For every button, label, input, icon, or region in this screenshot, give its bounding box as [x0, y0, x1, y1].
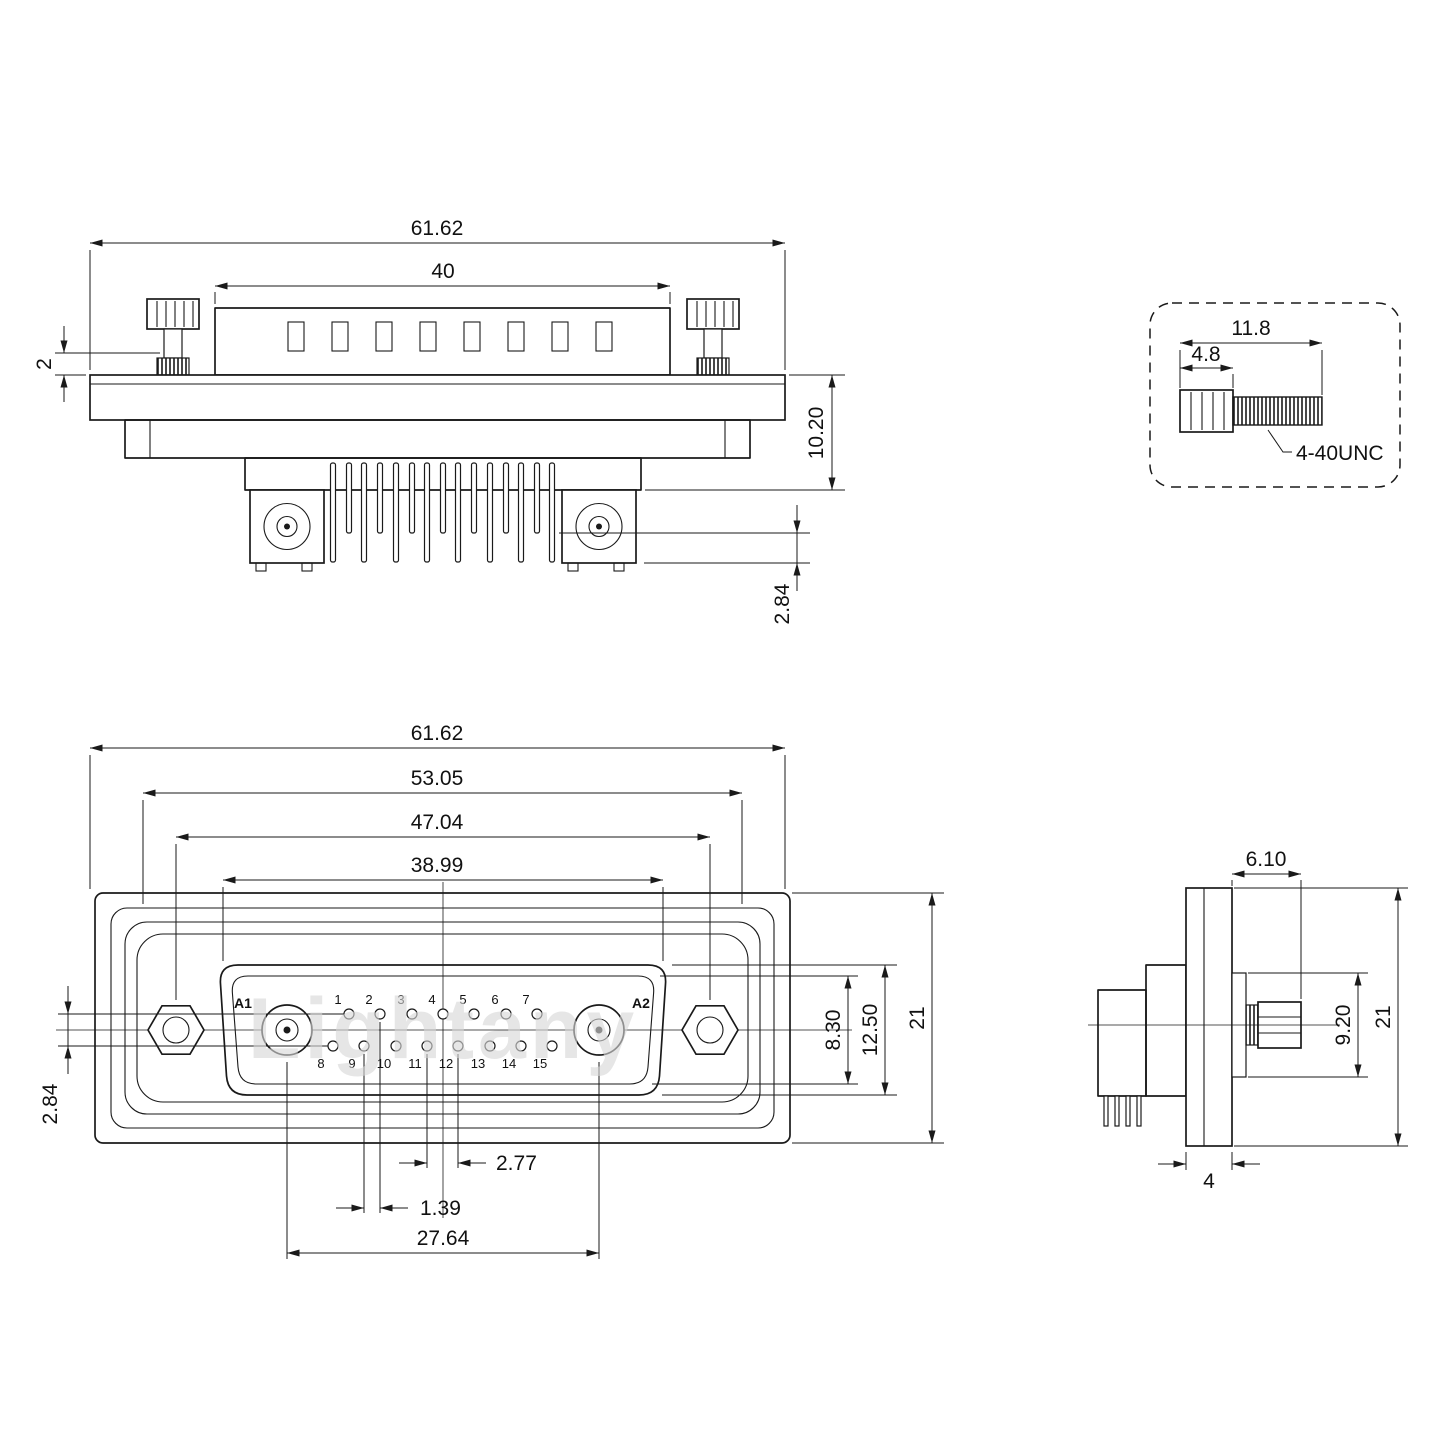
pin-label-9: 9 [348, 1056, 355, 1071]
left-jackscrew [146, 298, 200, 376]
pin-5 [468, 1008, 480, 1020]
dim-overall-width-top: 61.62 [411, 217, 464, 240]
top-side-view: 61.62 40 2 10.20 2.84 [33, 217, 845, 624]
dim-insulator-width: 40 [431, 260, 454, 283]
dim-screw-head-length: 4.8 [1191, 343, 1220, 366]
thread-zone [156, 357, 190, 376]
watermark: Lightany [248, 981, 638, 1077]
detail-callout-border [1149, 302, 1401, 488]
front-view: A1 A2 1 2 3 4 5 [39, 722, 944, 1259]
dsub-shroud [219, 964, 667, 1096]
top-view-dimensions: 61.62 40 2 10.20 2.84 [33, 217, 845, 624]
pin-label-6: 6 [491, 992, 498, 1007]
pin-12 [452, 1040, 464, 1052]
coax-module-right [561, 489, 637, 572]
dim-body-height: 10.20 [805, 407, 828, 460]
pin-label-7: 7 [522, 992, 529, 1007]
dim-coax-span: 27.64 [417, 1227, 470, 1250]
vent-window [287, 321, 305, 352]
dim-screw-standoff: 2 [33, 358, 56, 370]
vent-window [551, 321, 569, 352]
coax-contact-a2: A2 [573, 995, 650, 1056]
mounting-flange [89, 374, 786, 491]
pin-label-11: 11 [408, 1056, 422, 1071]
pin-7 [531, 1008, 543, 1020]
vent-window [419, 321, 437, 352]
jackscrew-drawing [1179, 389, 1323, 433]
pin-label-15: 15 [533, 1056, 547, 1071]
screw-thread [1232, 396, 1323, 426]
pin-14 [515, 1040, 527, 1052]
right-hex-jackscrew [681, 1004, 739, 1056]
coax-module-left [249, 489, 325, 572]
right-jackscrew [686, 298, 740, 376]
pin-label-14: 14 [502, 1056, 516, 1071]
vent-window [463, 321, 481, 352]
dim-overall-height-front: 21 [906, 1006, 929, 1029]
dim-boss-height: 9.20 [1332, 1005, 1355, 1046]
pin-label-12: 12 [439, 1056, 453, 1071]
side-body [1088, 887, 1340, 1147]
side-view-dimensions: 6.10 9.20 21 4 [1158, 848, 1408, 1193]
dim-shell-height: 12.50 [859, 1004, 882, 1057]
pin-4 [437, 1008, 449, 1020]
contact-label-a1: A1 [234, 995, 252, 1011]
insulator-body [214, 307, 671, 376]
pin-10 [390, 1040, 402, 1052]
contact-pins [329, 462, 556, 563]
front-view-dimensions: 61.62 53.05 47.04 38.99 8.30 12.50 [39, 722, 944, 1259]
pin-label-13: 13 [471, 1056, 485, 1071]
screw-detail-dimensions: 11.8 4.8 [1179, 317, 1323, 395]
dim-overall-width-front: 61.62 [411, 722, 464, 745]
dim-overall-height-side: 21 [1372, 1005, 1395, 1028]
dim-pin-pitch: 2.77 [496, 1152, 537, 1175]
front-shell-outlines [94, 892, 791, 1144]
pin-label-5: 5 [459, 992, 466, 1007]
pin-13 [484, 1040, 496, 1052]
dim-row-offset: 2.84 [39, 1083, 62, 1124]
pin-label-4: 4 [428, 992, 435, 1007]
dim-opening-height: 8.30 [822, 1010, 845, 1051]
pin-label-1: 1 [334, 992, 341, 1007]
pin-15 [546, 1040, 558, 1052]
vent-window [507, 321, 525, 352]
dim-shell-width: 53.05 [411, 767, 464, 790]
screw-head [1179, 389, 1234, 433]
pin-label-2: 2 [365, 992, 372, 1007]
pin-label-8: 8 [317, 1056, 324, 1071]
thread-leader-line [1267, 429, 1292, 453]
contact-label-a2: A2 [632, 995, 650, 1011]
right-side-view: 6.10 9.20 21 4 [1088, 848, 1408, 1193]
dim-face-width: 38.99 [411, 854, 464, 877]
vent-window [595, 321, 613, 352]
vent-window [375, 321, 393, 352]
dim-screw-overall-length: 11.8 [1231, 317, 1270, 340]
pin-11 [421, 1040, 433, 1052]
dim-screw-span: 47.04 [411, 811, 464, 834]
screw-detail-view: 11.8 4.8 4-40UNC [1149, 302, 1401, 488]
thread-spec-label: 4-40UNC [1296, 442, 1384, 465]
dim-nut-protrusion: 6.10 [1246, 848, 1287, 871]
coax-contact-a1: A1 [234, 995, 313, 1056]
pin-6 [500, 1008, 512, 1020]
pin-9 [358, 1040, 370, 1052]
left-hex-jackscrew [147, 1004, 205, 1056]
dim-flange-thickness: 4 [1203, 1170, 1215, 1193]
thread-zone [696, 357, 730, 376]
pin-2 [374, 1008, 386, 1020]
pin-3 [406, 1008, 418, 1020]
dim-tail-length: 2.84 [771, 583, 794, 624]
dim-row-stagger: 1.39 [420, 1197, 461, 1220]
pin-field: 1 2 3 4 5 6 7 8 9 10 11 12 13 14 15 [317, 992, 558, 1071]
vent-window [331, 321, 349, 352]
side-flange [1185, 887, 1233, 1147]
pin-label-3: 3 [397, 992, 404, 1007]
